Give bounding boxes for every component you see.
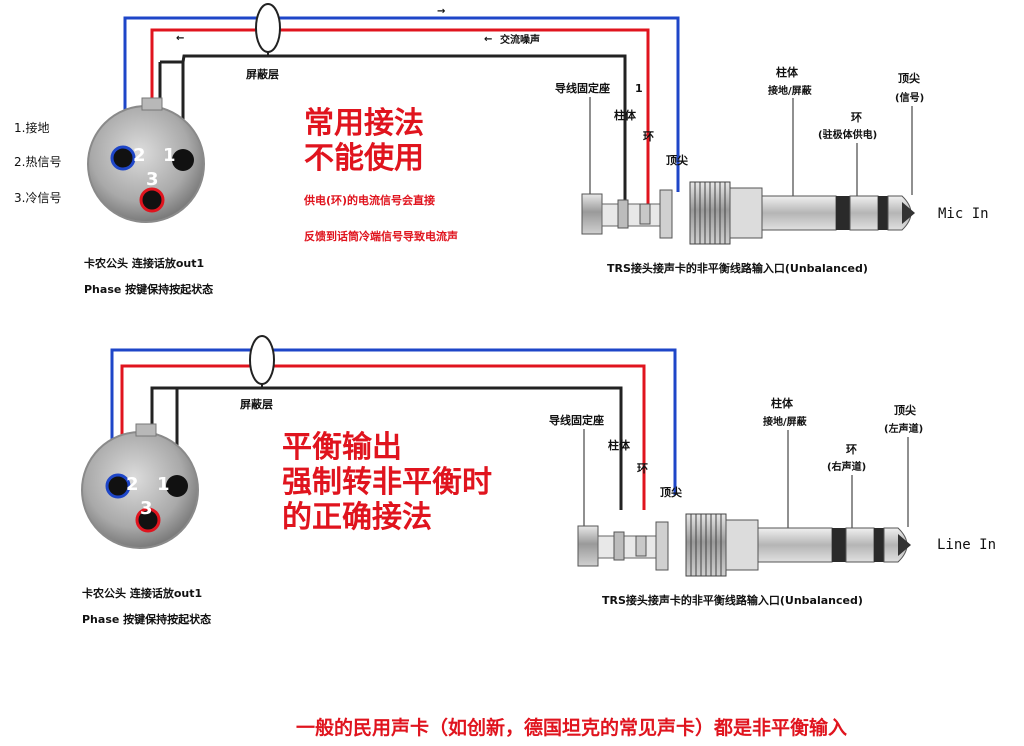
bottom-sleeve-label: 柱体	[608, 438, 631, 452]
bottom-pin-2	[105, 473, 131, 499]
bottom-tip-desc-title: 顶尖	[894, 403, 916, 417]
svg-text:1: 1	[157, 474, 170, 495]
top-tip-desc-title: 顶尖	[898, 71, 920, 85]
bottom-tip-label: 顶尖	[660, 485, 682, 499]
top-ring-label: 环	[643, 130, 654, 143]
top-tip-label: 顶尖	[666, 153, 688, 167]
bottom-blue-wire	[110, 348, 677, 495]
bottom-diagram: 屏蔽层 2 1 3 卡农公头 连接话放out1 Phase 按键保持按起状态 平…	[81, 335, 996, 626]
bottom-title-line-1: 平衡输出	[282, 430, 402, 465]
top-fixing-seat-label: 导线固定座	[555, 81, 610, 95]
top-pin-2	[110, 145, 136, 171]
top-title-line-2: 不能使用	[304, 141, 424, 176]
bottom-trs-caption: TRS接头接声卡的非平衡线路输入口(Unbalanced)	[602, 593, 863, 607]
bottom-shield-label: 屏蔽层	[240, 397, 273, 411]
top-blue-wire	[123, 16, 680, 192]
svg-text:2: 2	[133, 145, 146, 166]
top-sleeve-desc-title: 柱体	[776, 65, 799, 79]
top-arrow-left-1: ←	[176, 33, 184, 44]
top-xlr-connector: 2 1 3	[87, 97, 205, 223]
top-pin-3	[139, 187, 165, 213]
bottom-trs-plug	[577, 513, 911, 577]
top-pin-label-ground: 1.接地	[14, 120, 49, 135]
top-trs-plug	[581, 181, 915, 245]
top-sleeve-desc: 接地/屏蔽	[768, 84, 813, 97]
bottom-fixing-seat-label: 导线固定座	[549, 413, 604, 427]
top-diagram: 屏蔽层 → ← ← 交流噪声 1.接地 2.热信号 3.冷信号 2 1 3 卡农…	[14, 3, 989, 296]
footer-note: 一般的民用声卡（如创新，德国坦克的常见声卡）都是非平衡输入	[296, 716, 847, 739]
bottom-xlr-caption-1: 卡农公头 连接话放out1	[82, 586, 202, 600]
top-tip-desc: (信号)	[895, 91, 924, 104]
top-arrow-right: →	[437, 6, 445, 17]
bottom-title-line-2: 强制转非平衡时	[282, 465, 492, 500]
bottom-red-wire	[120, 364, 646, 510]
top-note-2: 反馈到话筒冷端信号导致电流声	[304, 229, 458, 243]
bottom-xlr-caption-2: Phase 按键保持按起状态	[82, 612, 211, 626]
bottom-ring-label: 环	[637, 462, 648, 475]
bottom-xlr-connector: 2 1 3	[81, 423, 199, 549]
bottom-ring-desc: (右声道)	[827, 460, 866, 473]
bottom-tip-desc: (左声道)	[884, 422, 923, 435]
top-pin-label-cold: 3.冷信号	[14, 191, 61, 205]
svg-text:1: 1	[163, 145, 176, 166]
top-trs-caption: TRS接头接声卡的非平衡线路输入口(Unbalanced)	[607, 261, 868, 275]
top-xlr-caption-2: Phase 按键保持按起状态	[84, 282, 213, 296]
top-sleeve-label: 柱体	[614, 108, 637, 122]
svg-text:2: 2	[126, 474, 139, 495]
bottom-jack-label: Line In	[937, 537, 996, 553]
top-note-1: 供电(环)的电流信号会直接	[303, 193, 435, 207]
top-ring-desc-title: 环	[851, 111, 862, 124]
top-jack-label: Mic In	[938, 206, 989, 222]
bottom-pin-3	[135, 507, 161, 533]
bottom-ring-desc-title: 环	[846, 443, 857, 456]
svg-text:3: 3	[140, 498, 153, 519]
bottom-pin-1	[166, 475, 188, 497]
bottom-title-line-3: 的正确接法	[282, 500, 432, 535]
top-ac-noise-label: 交流噪声	[500, 33, 540, 46]
top-title-line-1: 常用接法	[304, 106, 424, 141]
bottom-shield-ring	[249, 335, 275, 385]
top-pin-1	[172, 149, 194, 171]
top-xlr-caption-1: 卡农公头 连接话放out1	[84, 256, 204, 270]
top-marker-label: 1	[635, 82, 643, 95]
bottom-sleeve-desc-title: 柱体	[771, 396, 794, 410]
top-ring-desc: (驻极体供电)	[818, 128, 877, 141]
svg-text:3: 3	[146, 169, 159, 190]
top-arrow-left-2: ←	[484, 34, 492, 45]
top-pin-label-hot: 2.热信号	[14, 155, 61, 169]
top-shield-label: 屏蔽层	[246, 67, 279, 81]
bottom-sleeve-desc: 接地/屏蔽	[763, 415, 808, 428]
top-shield-ring	[255, 3, 281, 53]
